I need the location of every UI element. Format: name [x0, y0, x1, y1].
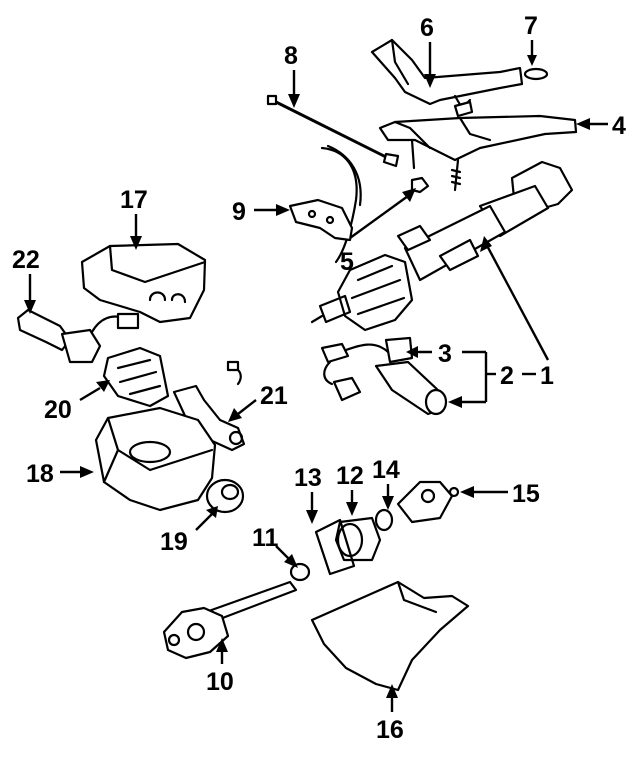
- callout-10: 10: [206, 668, 234, 696]
- part-cap: [523, 67, 549, 81]
- callout-7: 7: [524, 12, 538, 40]
- callout-4: 4: [612, 112, 626, 140]
- callout-18: 18: [26, 460, 54, 488]
- callout-15: 15: [512, 480, 540, 508]
- part-lower-bracket: [378, 114, 578, 192]
- part-boot-cover: [310, 580, 470, 692]
- callout-19: 19: [160, 528, 188, 556]
- callout-22: 22: [12, 246, 40, 274]
- part-switch-module: [102, 346, 170, 408]
- part-upper-bracket: [370, 38, 524, 118]
- part-signal-lever: [16, 308, 140, 364]
- callout-9: 9: [232, 198, 246, 226]
- part-wire-connectors: [320, 336, 448, 416]
- callout-2: 2: [500, 362, 514, 390]
- leader-lines: [24, 40, 608, 712]
- callout-14: 14: [372, 456, 400, 484]
- part-clip: [410, 176, 430, 194]
- part-rod: [266, 94, 400, 168]
- part-intermediate-shaft: [162, 562, 311, 660]
- part-small-plug: [226, 360, 240, 372]
- part-seal: [374, 508, 394, 532]
- part-upper-shroud: [80, 242, 207, 324]
- part-lower-shroud: [94, 406, 217, 512]
- callout-6: 6: [420, 14, 434, 42]
- callout-11: 11: [252, 524, 279, 552]
- callout-labels: 6 7 8 4 9 5 17 22 3 2 1 20 21 18 19 13 1…: [12, 12, 626, 744]
- part-upper-joint: [396, 480, 460, 524]
- part-bushing: [205, 478, 245, 514]
- callout-17: 17: [120, 186, 148, 214]
- part-steering-column: [310, 160, 574, 332]
- callout-16: 16: [376, 716, 404, 744]
- part-bearing-assembly: [314, 516, 382, 576]
- callout-3: 3: [438, 340, 452, 368]
- callout-5: 5: [340, 248, 354, 276]
- callout-20: 20: [44, 396, 72, 424]
- callout-13: 13: [294, 464, 322, 492]
- callout-12: 12: [336, 462, 364, 490]
- callout-1: 1: [540, 362, 554, 390]
- part-switch-cable: [288, 144, 362, 264]
- callout-8: 8: [284, 42, 298, 70]
- callout-21: 21: [260, 382, 288, 410]
